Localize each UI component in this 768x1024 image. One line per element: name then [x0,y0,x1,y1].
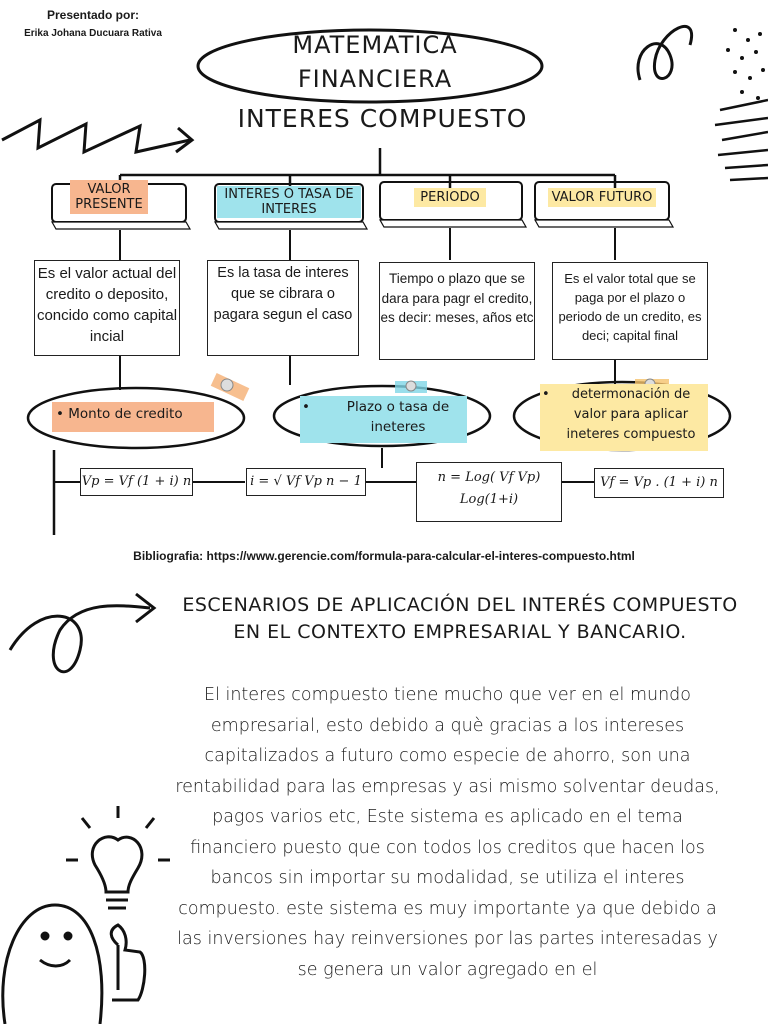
description-interes: Es la tasa de interes que se cibrara o p… [207,260,359,356]
section-paragraph: El interes compuesto tiene mucho que ver… [175,685,720,980]
category-label: VALOR FUTURO [547,188,657,207]
category-interes: INTERES O TASA DE INTERES [217,186,361,218]
zigzag-arrow-icon [1,117,191,155]
character-doodle-icon [1,903,147,1024]
pill-plazo-tasa: •Plazo o tasa de ineteres [300,396,467,443]
scribble-doodle-icon [714,98,768,182]
dots-doodle-icon [726,28,765,100]
pill-text: determonación de valor para aplicar inet… [566,387,696,442]
description-valor-futuro: Es el valor total que se paga por el pla… [552,262,708,360]
description-valor-presente: Es el valor actual del credito o deposit… [34,260,180,356]
category-label: PERIODO [414,188,486,207]
formula-periodo: n = Log( Vf Vp) Log(1+i) [416,462,562,522]
description-periodo: Tiempo o plazo que se dara para pagr el … [379,262,535,360]
bibliography-text: Bibliografia: https://www.gerencie.com/f… [133,549,635,563]
subtitle: INTERES COMPUESTO [237,104,528,133]
pill-valor-futuro: •determonación de valor para aplicar ine… [540,384,708,451]
author-block: Presentado por: Erika Johana Ducuara Rat… [8,8,178,39]
formula-tasa-interes: i = √ Vf Vp n − 1 [246,468,366,496]
pill-text: Monto de credito [68,406,183,422]
title-bubble [196,28,544,104]
pill-text: Plazo o tasa de ineteres [346,399,450,435]
main-title-line2: FINANCIERA [297,65,453,93]
main-title: MATEMATICA FINANCIERA [210,28,540,96]
section-title: ESCENARIOS DE APLICACIÓN DEL INTERÉS COM… [182,594,738,643]
category-label: INTERES O TASA DE INTERES [217,186,361,218]
lightbulb-icon [66,806,170,910]
category-valor-futuro: VALOR FUTURO [537,188,667,207]
formula-valor-futuro: Vf = Vp . (1 + i) n [594,468,724,498]
formula-valor-presente: Vp = Vf (1 + i) n [80,468,193,496]
category-label: VALOR PRESENTE [70,180,148,214]
presented-by-label: Presentado por: [46,8,139,22]
curved-arrow-icon [8,604,151,674]
main-title-line1: MATEMATICA [292,31,458,59]
spiral-doodle-icon [636,24,694,81]
pill-monto-credito: • Monto de credito [52,402,214,432]
author-name: Erika Johana Ducuara Rativa [24,28,162,39]
category-periodo: PERIODO [395,188,505,207]
category-valor-presente: VALOR PRESENTE [70,180,148,214]
